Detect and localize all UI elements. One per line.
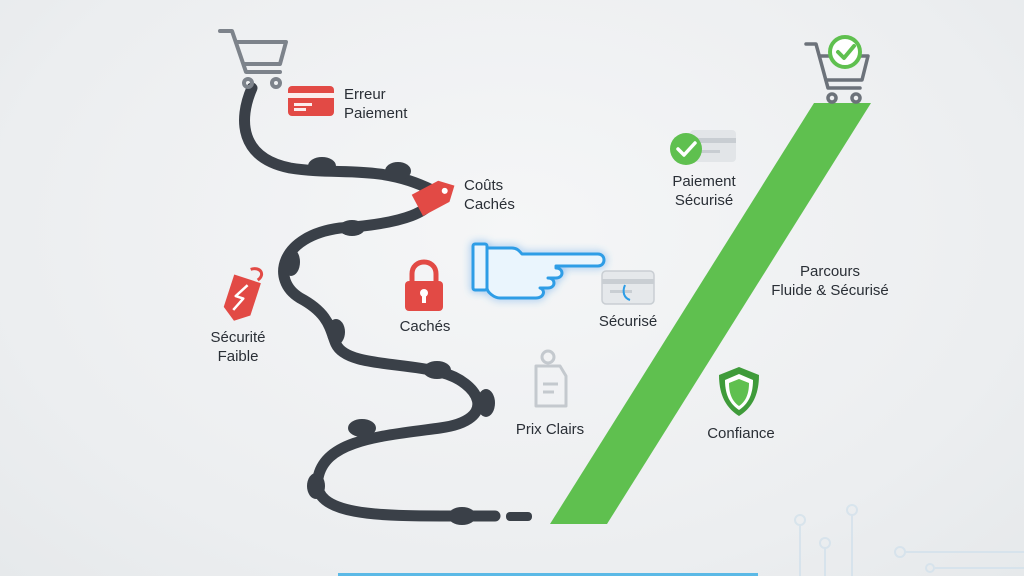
label-weak-security: Sécurité Faible — [196, 328, 280, 366]
shield-check-icon — [719, 367, 759, 416]
check-card-icon — [670, 130, 736, 165]
smooth-road — [550, 103, 871, 524]
pointing-hand-icon — [471, 242, 606, 300]
winding-road — [239, 82, 501, 522]
label-clear-prices: Prix Clairs — [515, 421, 585, 438]
shopping-cart-icon — [218, 29, 288, 89]
label-smooth-path-line1: Parcours — [799, 263, 861, 280]
label-hidden-costs: Coûts Cachés — [464, 176, 515, 214]
card-icon — [601, 270, 655, 305]
tag-outline-icon — [534, 349, 568, 408]
label-hidden-costs-line1: Coûts — [464, 177, 504, 194]
label-secure-payment-line2: Sécurisé — [674, 192, 734, 209]
label-payment-error-line1: Erreur — [344, 86, 386, 103]
credit-card-icon — [288, 86, 334, 116]
label-smooth-path: Parcours Fluide & Sécurisé — [760, 262, 900, 300]
padlock-icon — [405, 259, 443, 311]
road-dash — [506, 512, 532, 521]
label-smooth-path-line2: Fluide & Sécurisé — [771, 282, 889, 299]
price-tag-icon — [411, 180, 455, 216]
label-lock-hidden: Cachés — [399, 318, 451, 335]
label-secure-payment: Paiement Sécurisé — [656, 172, 752, 210]
label-hidden-costs-line2: Cachés — [464, 196, 515, 213]
road-bumps — [282, 157, 495, 525]
label-weak-security-line2: Faible — [217, 348, 259, 365]
label-payment-error: Erreur Paiement — [344, 85, 407, 123]
circuit-decoration — [794, 504, 1024, 576]
label-secured: Sécurisé — [598, 313, 658, 330]
label-weak-security-line1: Sécurité — [210, 329, 266, 346]
label-secure-payment-line1: Paiement — [672, 173, 736, 190]
broken-tag-icon — [223, 267, 264, 321]
bottom-accent-bar — [338, 573, 758, 576]
label-payment-error-line2: Paiement — [344, 105, 408, 122]
shopping-cart-check-icon — [804, 35, 870, 104]
label-trust: Confiance — [707, 425, 775, 442]
